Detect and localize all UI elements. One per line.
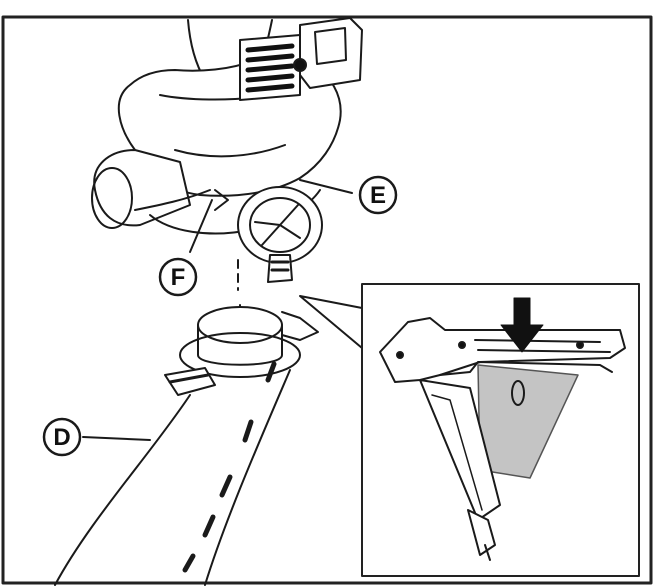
detail-inset <box>361 283 640 577</box>
label-f-callout <box>158 199 213 297</box>
label-e: E <box>370 182 386 209</box>
detail-pointer <box>299 295 363 349</box>
collection-tube <box>54 304 319 586</box>
label-d: D <box>53 424 70 451</box>
down-arrow-icon <box>500 297 544 353</box>
label-d-callout <box>42 417 151 457</box>
impeller <box>237 186 323 291</box>
label-f: F <box>171 264 186 291</box>
label-e-callout <box>299 175 398 215</box>
blower-housing <box>91 17 363 235</box>
